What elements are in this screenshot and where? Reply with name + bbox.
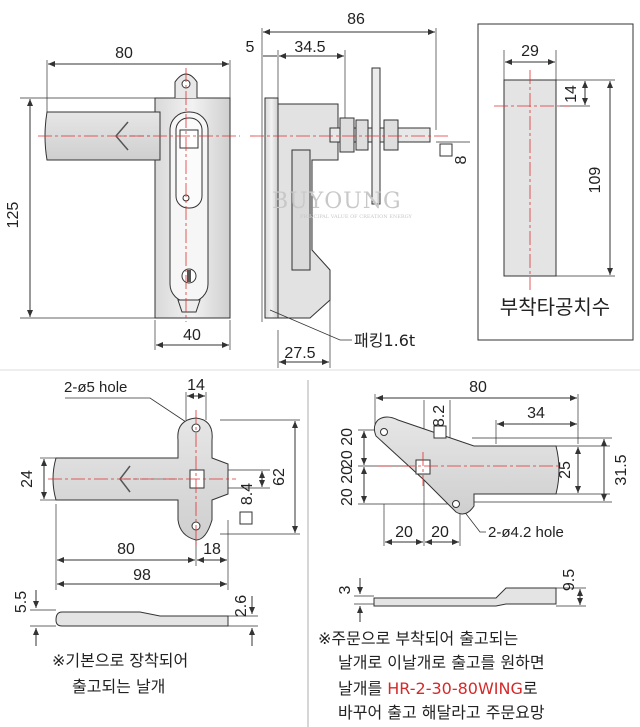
blade-left [30,392,300,646]
dim-blade-right-sq: 8.2 [431,405,448,427]
blade-right-note-line4: 바꾸어 출고 해달라고 주문요망 [338,703,545,722]
side-view [261,28,470,368]
dim-blade-left-26: 2.6 [233,595,250,617]
note-line3-prefix: 날개를 [338,679,387,698]
note-line3-suffix: 로 [523,679,538,698]
cutout-centerlines [494,70,570,290]
dim-blade-right-2020a: 20 20 [339,428,356,468]
watermark: BUYOUNG PRINCIPAL VALUE OF CREATION ENER… [272,189,413,220]
dim-blade-right-25: 25 [557,461,574,479]
blade-right-hole-label: 2-ø4.2 hole [488,524,564,541]
blade-left-hole-label: 2-ø5 hole [64,379,127,396]
cutout-title: 부착타공치수 [500,295,610,319]
blade-left-centerlines [48,410,236,548]
dim-blade-right-80: 80 [469,379,487,396]
packing-label: 패킹1.6t [354,331,415,350]
dim-blade-left-18: 18 [203,541,221,558]
dim-front-bottom: 40 [183,327,201,344]
dim-blade-left-14: 14 [187,377,205,394]
dim-blade-left-80: 80 [117,541,135,558]
dim-side-bottom: 27.5 [284,345,315,362]
dim-blade-left-24: 24 [19,470,36,488]
dim-side-depth: 34.5 [294,39,325,56]
dim-cutout-14: 14 [563,85,580,103]
blade-right-note-line1: ※주문으로 부착되어 출고되는 [318,629,518,648]
dim-blade-left-sq: 8.4 [239,483,256,505]
dim-blade-left-55: 5.5 [13,591,30,613]
blade-right-note-line2: 날개로 이날개로 출고를 원하면 [338,653,545,672]
dim-side-square: 8 [453,155,470,164]
dim-blade-right-3: 3 [337,585,354,594]
blade-right-note-line3: 날개를 HR-2-30-80WING로 [338,679,538,698]
front-view [20,60,231,350]
dim-blade-right-2020b: 20 20 [339,466,356,506]
front-centerlines [38,68,240,322]
dim-side-total: 86 [347,11,365,28]
dim-front-height: 125 [5,202,22,229]
watermark-tagline: PRINCIPAL VALUE OF CREATION ENERGY [300,214,413,220]
blade-left-note-line2: 출고되는 날개 [72,677,165,696]
dim-blade-right-95: 9.5 [561,569,578,591]
blade-left-note-line1: ※기본으로 장착되어 [52,651,188,670]
dim-blade-left-62: 62 [271,468,288,486]
blade-right-centerlines [378,452,560,486]
dim-blade-right-315: 31.5 [613,454,630,485]
dim-cutout-height: 109 [587,167,604,194]
dim-cutout-width: 29 [521,43,539,60]
watermark-brand: BUYOUNG [272,189,402,214]
dim-blade-left-98: 98 [133,567,151,584]
dim-blade-right-34: 34 [527,405,545,422]
blade-right [354,394,612,622]
dim-blade-right-bottom-b: 20 [431,524,449,541]
cutout-panel [477,23,634,341]
dim-blade-right-bottom-a: 20 [395,524,413,541]
dim-front-width: 80 [115,45,133,62]
dim-side-5: 5 [246,39,255,56]
note-part-code: HR-2-30-80WING [387,679,523,698]
